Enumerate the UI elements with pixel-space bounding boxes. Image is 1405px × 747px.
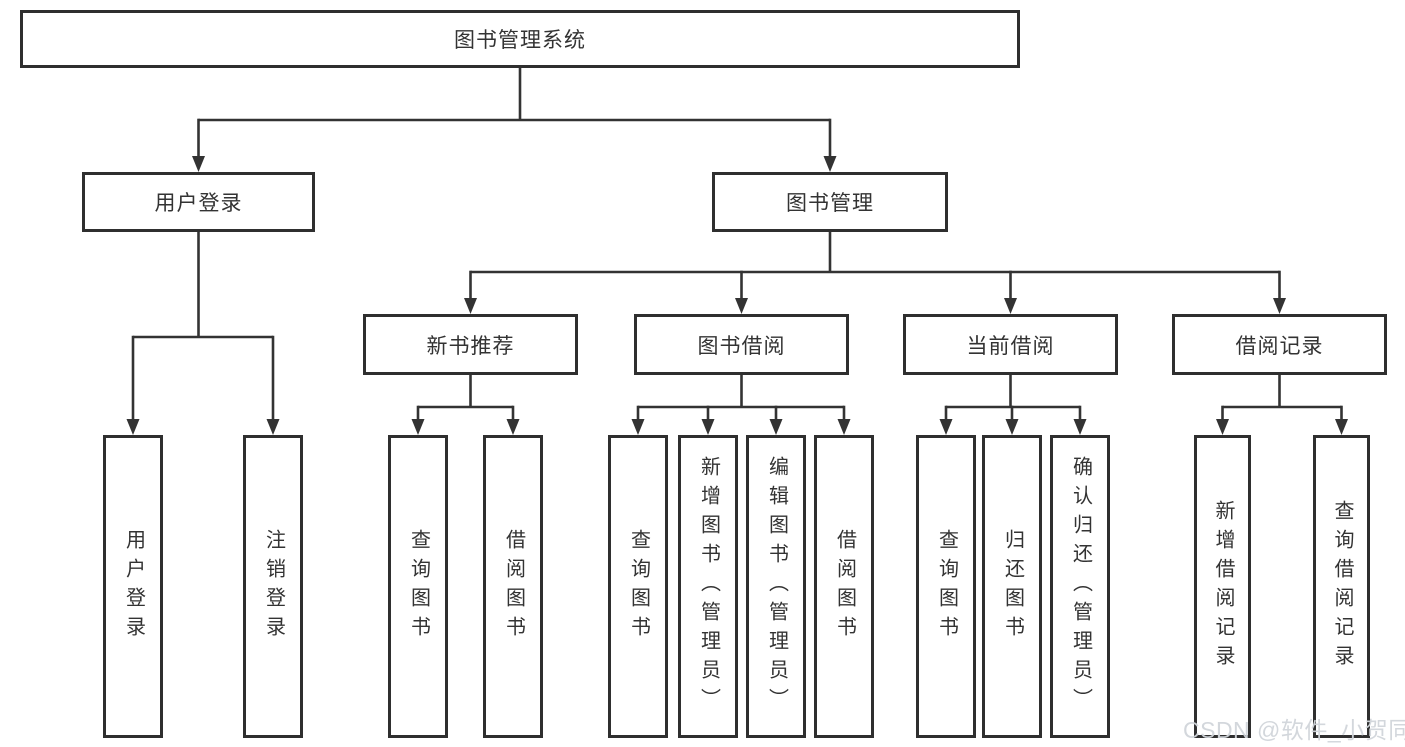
- node-book-borrowing: 图书借阅: [634, 314, 849, 375]
- leaf-recommend-borrow-books: 借阅图书: [483, 435, 543, 738]
- leaf-records-query-borrow-record: 查询借阅记录: [1313, 435, 1370, 738]
- leaf-recommend-query-books: 查询图书: [388, 435, 448, 738]
- node-label: 借阅记录: [1235, 334, 1324, 358]
- leaf-borrowing-borrow-books: 借阅图书: [814, 435, 874, 738]
- node-label: 当前借阅: [966, 334, 1055, 358]
- leaf-current-confirm-return-admin: 确认归还（管理员）: [1050, 435, 1110, 738]
- leaf-user-login: 用户登录: [103, 435, 163, 738]
- node-label: 图书管理: [786, 192, 874, 215]
- node-current-borrowing: 当前借阅: [903, 314, 1118, 375]
- leaf-current-query-books: 查询图书: [916, 435, 976, 738]
- node-label: 新书推荐: [426, 334, 515, 358]
- leaf-records-add-borrow-record: 新增借阅记录: [1194, 435, 1251, 738]
- leaf-borrowing-add-books-admin: 新增图书（管理员）: [678, 435, 738, 738]
- leaf-label: 用户登录: [122, 528, 145, 645]
- leaf-current-return-books: 归还图书: [982, 435, 1042, 738]
- node-label: 图书借阅: [697, 334, 786, 358]
- leaf-label: 编辑图书（管理员）: [765, 456, 788, 717]
- node-book-management: 图书管理: [712, 172, 948, 232]
- leaf-label: 查询图书: [935, 528, 958, 645]
- leaf-label: 新增图书（管理员）: [697, 456, 720, 717]
- leaf-label: 归还图书: [1001, 528, 1024, 645]
- leaf-label: 新增借阅记录: [1212, 499, 1234, 674]
- csdn-watermark: CSDN @软件_小贺同学: [1183, 717, 1405, 743]
- node-label: 图书管理系统: [454, 29, 586, 52]
- node-user-login: 用户登录: [82, 172, 315, 232]
- leaf-borrowing-edit-books-admin: 编辑图书（管理员）: [746, 435, 806, 738]
- leaf-label: 查询借阅记录: [1331, 499, 1353, 674]
- node-library-management-system: 图书管理系统: [20, 10, 1020, 68]
- leaf-label: 查询图书: [627, 528, 650, 645]
- node-borrowing-records: 借阅记录: [1172, 314, 1387, 375]
- leaf-logout: 注销登录: [243, 435, 303, 738]
- leaf-label: 查询图书: [407, 528, 430, 645]
- node-new-book-recommendation: 新书推荐: [363, 314, 578, 375]
- node-label: 用户登录: [154, 192, 243, 215]
- leaf-label: 借阅图书: [833, 528, 856, 645]
- leaf-label: 借阅图书: [502, 528, 525, 645]
- leaf-borrowing-query-books: 查询图书: [608, 435, 668, 738]
- leaf-label: 注销登录: [262, 528, 285, 645]
- leaf-label: 确认归还（管理员）: [1069, 456, 1092, 717]
